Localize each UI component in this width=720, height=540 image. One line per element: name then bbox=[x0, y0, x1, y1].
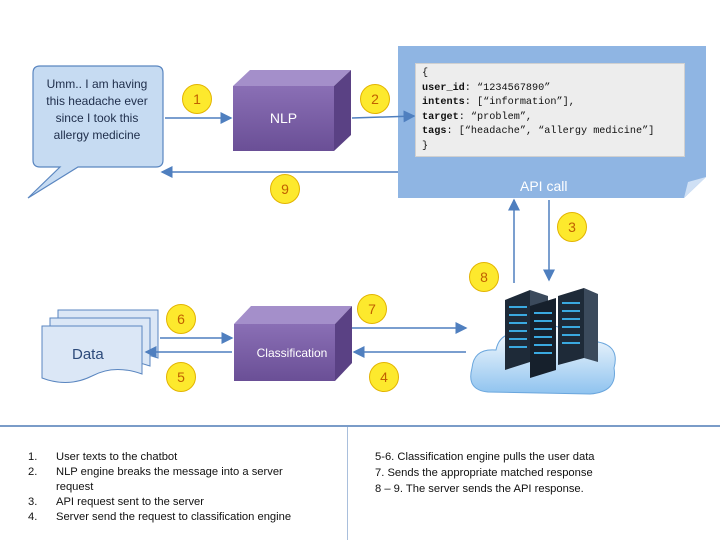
legend-right: 5-6. Classification engine pulls the use… bbox=[375, 450, 705, 498]
legend-num: 4. bbox=[28, 511, 38, 523]
step-badge-9: 9 bbox=[270, 174, 300, 204]
step-badge-8: 8 bbox=[469, 262, 499, 292]
data-label: Data bbox=[72, 346, 104, 363]
chat-bubble-text: Umm.. I am having this headache ever sin… bbox=[46, 77, 148, 142]
legend-text: Server send the request to classificatio… bbox=[56, 511, 292, 523]
step-badge-2: 2 bbox=[360, 84, 390, 114]
legend-item: 4. Server send the request to classificat… bbox=[28, 510, 340, 525]
data-docs bbox=[41, 309, 159, 383]
arrow-2 bbox=[351, 110, 416, 123]
step-badge-7: 7 bbox=[357, 294, 387, 324]
code-line: { bbox=[422, 68, 429, 79]
code-line: : “problem”, bbox=[458, 111, 533, 123]
legend-item: 3. API request sent to the server bbox=[28, 495, 340, 510]
step-badge-4: 4 bbox=[369, 362, 399, 392]
legend-num: 3. bbox=[28, 496, 38, 508]
nlp-box bbox=[233, 70, 351, 151]
nlp-label: NLP bbox=[269, 110, 298, 126]
legend-num: 2. bbox=[28, 466, 38, 478]
legend-item: 2. NLP engine breaks the message into a s… bbox=[28, 465, 340, 495]
code-key: target bbox=[422, 111, 459, 123]
classification-label: Classification bbox=[256, 346, 328, 360]
step-badge-3: 3 bbox=[557, 212, 587, 242]
legend-item: 7. Sends the appropriate matched respons… bbox=[375, 467, 593, 479]
classification-box bbox=[234, 306, 352, 381]
code-line: : [“headache”, “allergy medicine”] bbox=[446, 126, 655, 137]
legend-num: 1. bbox=[28, 451, 38, 463]
legend-item: 5-6. Classification engine pulls the use… bbox=[375, 451, 595, 463]
section-divider bbox=[0, 425, 720, 427]
step-badge-5: 5 bbox=[166, 362, 196, 392]
api-code-block: { user_id: “1234567890” intents: [“infor… bbox=[415, 63, 685, 157]
legend-text: NLP engine breaks the message into a ser… bbox=[56, 466, 283, 493]
server-cloud-icon bbox=[470, 288, 616, 395]
column-divider bbox=[347, 427, 348, 540]
code-key: intents bbox=[422, 97, 465, 108]
code-line: : “1234567890” bbox=[464, 82, 551, 94]
legend-text: User texts to the chatbot bbox=[56, 451, 178, 463]
step-badge-1: 1 bbox=[182, 84, 212, 114]
chat-bubble bbox=[27, 65, 164, 199]
legend-item: 1. User texts to the chatbot bbox=[28, 450, 340, 465]
code-key: tags bbox=[422, 126, 447, 137]
code-line: } bbox=[422, 140, 429, 152]
legend-item: 8 – 9. The server sends the API response… bbox=[375, 483, 584, 495]
step-badge-6: 6 bbox=[166, 304, 196, 334]
code-line: : [“information”], bbox=[464, 97, 575, 108]
code-key: user_id bbox=[422, 82, 465, 94]
legend-left: 1. User texts to the chatbot 2. NLP engine… bbox=[28, 450, 340, 525]
legend-text: API request sent to the server bbox=[56, 496, 204, 508]
api-call-label: API call bbox=[520, 178, 568, 194]
